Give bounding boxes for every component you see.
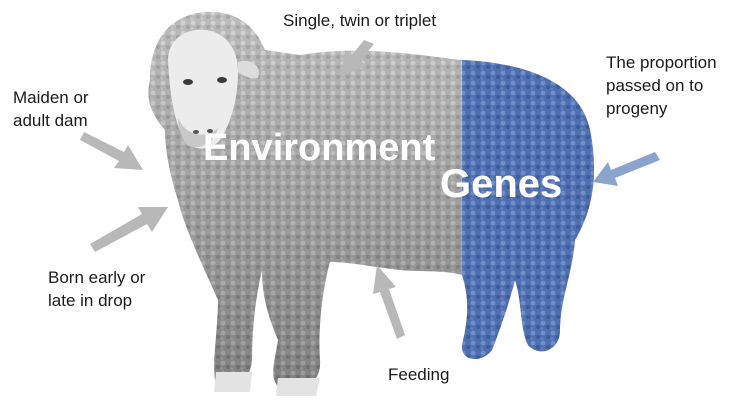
arrow-feeding xyxy=(373,265,405,339)
label-feeding: Feeding xyxy=(388,364,449,386)
genes-label: Genes xyxy=(440,162,562,207)
arrow-dam-age xyxy=(80,132,143,170)
arrow-heritability xyxy=(593,152,660,186)
label-birth-timing-line2: late in drop xyxy=(48,290,132,312)
label-heritability-line2: passed on to xyxy=(606,75,703,97)
label-litter-size: Single, twin or triplet xyxy=(283,10,436,32)
label-heritability-line1: The proportion xyxy=(606,52,717,74)
label-birth-timing-line1: Born early or xyxy=(48,267,145,289)
label-dam-age-line1: Maiden or xyxy=(13,87,89,109)
arrow-birth-timing xyxy=(90,207,168,252)
environment-label: Environment xyxy=(203,127,435,170)
genes-arrows xyxy=(593,152,660,186)
label-dam-age-line2: adult dam xyxy=(13,110,88,132)
label-heritability-line3: progeny xyxy=(606,98,667,120)
